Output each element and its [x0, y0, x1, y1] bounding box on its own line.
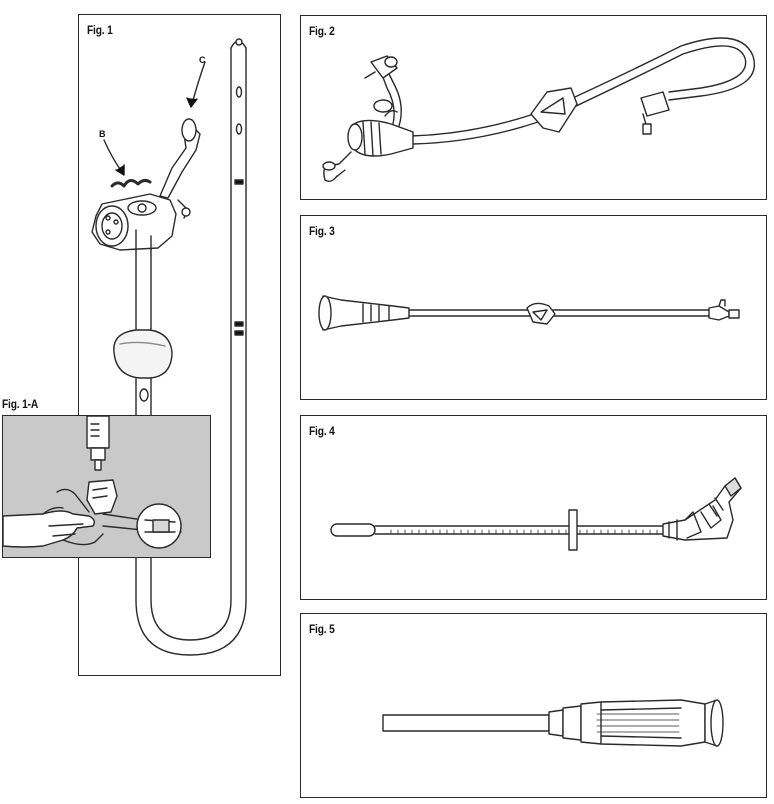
- fig5-drawing: [382, 699, 724, 747]
- callout-c-label: C: [199, 55, 206, 65]
- fig5-label: Fig. 5: [309, 622, 335, 636]
- fig1a-label: Fig. 1-A: [2, 397, 39, 411]
- fig1a-drawing: [3, 416, 182, 549]
- fig4-y-connector: [662, 477, 742, 541]
- fig4-label: Fig. 4: [309, 424, 335, 438]
- fig5-shaft: [382, 714, 550, 732]
- fig5-panel: Fig. 5: [300, 613, 767, 798]
- callout-b-label: B: [99, 129, 106, 139]
- fig1a-hand: [3, 510, 96, 548]
- fig3-panel: Fig. 3: [300, 215, 767, 400]
- fig3-drawing: [318, 295, 740, 331]
- fig2-panel: Fig. 2: [300, 15, 767, 200]
- fig1-balloon: [113, 329, 173, 379]
- fig4-panel: Fig. 4: [300, 415, 767, 600]
- fig2-y-port: [350, 119, 414, 157]
- fig1a-inset: [2, 415, 211, 558]
- fig3-funnel: [322, 295, 410, 331]
- fig1-panel: Fig. 1 B C: [78, 14, 281, 676]
- fig3-label: Fig. 3: [309, 224, 335, 238]
- fig4-stopper: [568, 509, 578, 551]
- fig5-grip: [580, 699, 706, 747]
- fig1-u-tube: [135, 47, 247, 656]
- fig1-label: Fig. 1: [87, 23, 113, 37]
- fig4-rod-tip: [330, 523, 376, 537]
- fig2-label: Fig. 2: [309, 24, 335, 38]
- fig4-drawing: [330, 477, 742, 551]
- fig2-drawing: [322, 37, 755, 183]
